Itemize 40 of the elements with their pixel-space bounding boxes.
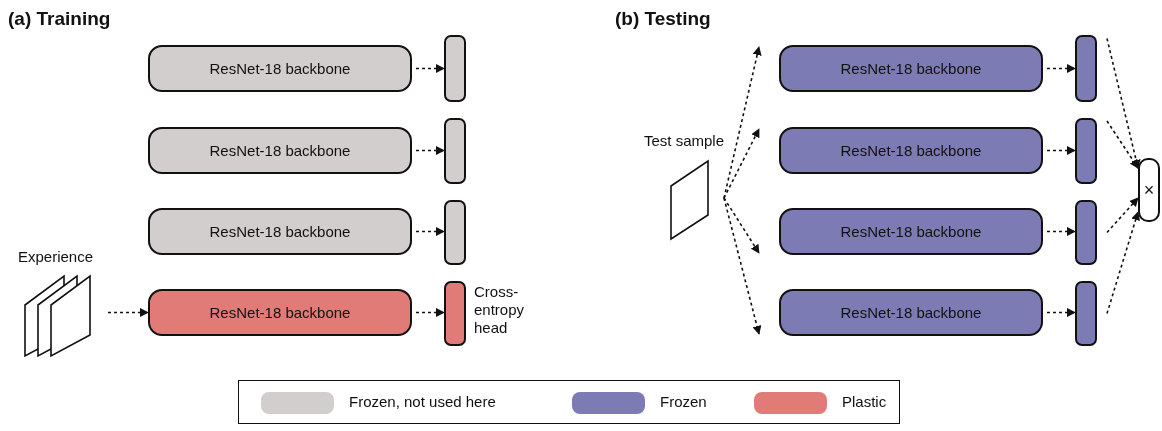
arrow [723,197,762,335]
head-bar [444,35,466,102]
legend-label: Plastic [842,393,887,410]
head-bar [1075,200,1097,265]
arrow [107,308,149,317]
arrow [415,227,445,236]
head-bar [1075,281,1097,346]
arrow [1106,120,1139,169]
head-bar [1075,35,1097,102]
arrow [1106,197,1139,234]
arrow [1046,308,1076,317]
backbone-box: ResNet-18 backbone [779,45,1043,92]
head-bar [444,200,466,265]
panel-title: (b) Testing [615,8,711,30]
arrow [415,64,445,73]
arrow [723,128,760,199]
legend-label: Frozen [660,393,707,410]
arrow [1046,227,1076,236]
input-label: Test sample [644,132,725,149]
head-bar [444,281,466,346]
backbone-box: ResNet-18 backbone [148,289,412,336]
arrow [415,146,445,155]
arrow [1046,146,1076,155]
arrow [1046,64,1076,73]
backbone-box: ResNet-18 backbone [779,127,1043,174]
input-label: Experience [18,248,94,265]
head-caption: Cross-entropy head [474,283,526,337]
arrow [415,308,445,317]
combine-box: × [1138,158,1160,222]
head-bar [444,118,466,184]
backbone-box: ResNet-18 backbone [148,208,412,255]
backbone-box: ResNet-18 backbone [779,289,1043,336]
arrow [1106,211,1140,315]
panel-title: (a) Training [8,8,111,30]
arrow [723,197,760,254]
backbone-box: ResNet-18 backbone [148,45,412,92]
backbone-box: ResNet-18 backbone [148,127,412,174]
head-bar [1075,118,1097,184]
legend-label: Frozen, not used here [349,393,496,410]
backbone-box: ResNet-18 backbone [779,208,1043,255]
